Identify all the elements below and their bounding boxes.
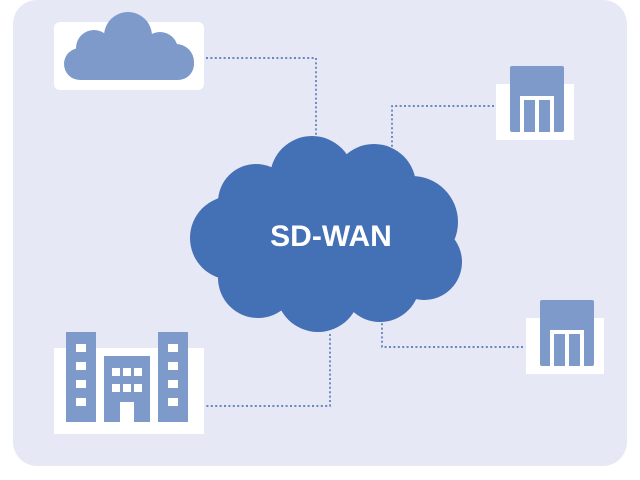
branch-office-icon [540, 300, 594, 366]
connector-cloud [206, 57, 317, 150]
cloud-icon [64, 12, 194, 80]
connector-branch-bottom [381, 310, 524, 348]
branch-office-icon [510, 66, 564, 132]
hub-label: SD-WAN [270, 220, 392, 253]
office-building-icon [66, 332, 188, 422]
sdwan-hub-cloud-icon [190, 136, 462, 332]
connector-branch-top [391, 105, 494, 160]
connector-headquarters [206, 334, 331, 407]
